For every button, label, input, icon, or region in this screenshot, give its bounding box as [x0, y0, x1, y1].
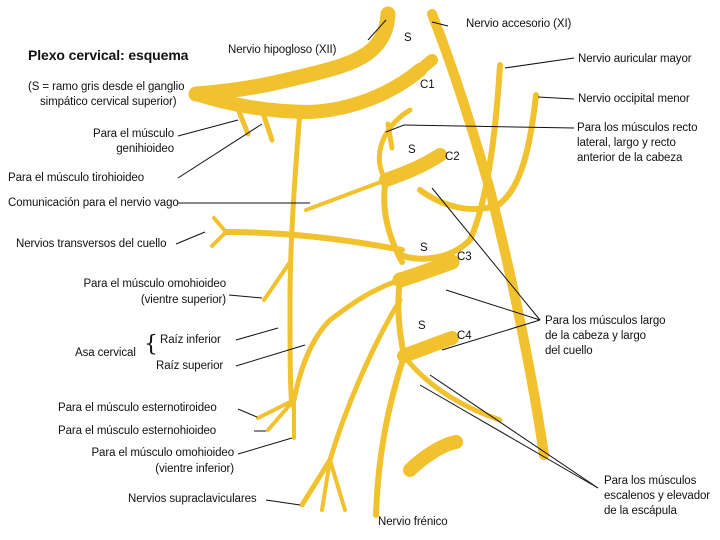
c4-root: [397, 331, 459, 363]
phrenic-nerve: [373, 353, 407, 518]
label-s2: S: [408, 144, 416, 156]
c2-root: [379, 148, 447, 187]
label-largo-2: de la cabeza y largo: [545, 330, 646, 342]
label-supraclaviculares: Nervios supraclaviculares: [128, 493, 257, 505]
label-s3: S: [420, 242, 428, 254]
label-transversos: Nervios transversos del cuello: [16, 238, 167, 250]
label-genihioideo-1: Para el músculo: [93, 128, 174, 140]
accessory-nerve: [427, 9, 549, 460]
diagram-title: Plexo cervical: esquema: [28, 47, 189, 63]
vagus-communication: [304, 178, 388, 212]
label-asa-cervical: Asa cervical: [75, 347, 136, 359]
label-accesorio: Nervio accesorio (XI): [466, 18, 572, 30]
label-omohioideo-sup-1: Para el músculo omohioideo: [83, 278, 226, 290]
c1-root: [414, 54, 438, 76]
label-omohioideo-inf-2: (vientre inferior): [155, 463, 234, 475]
label-escalenos-2: escalenos y elevador: [604, 490, 711, 502]
subtitle-line-2: simpático cervical superior): [40, 96, 177, 108]
label-c3: C3: [457, 251, 472, 263]
transverse-cervical-fork-1: [212, 216, 228, 234]
label-recto-3: anterior de la cabeza: [577, 152, 683, 164]
inferior-root-asa: [291, 277, 403, 403]
label-vago: Comunicación para el nervio vago: [8, 197, 179, 209]
great-auricular-nerve: [397, 62, 503, 262]
label-raiz-inferior: Raíz inferior: [160, 334, 221, 346]
c1-c2-loop: [376, 107, 413, 183]
label-escalenos-3: de la escápula: [604, 505, 677, 517]
leader-lines: [175, 19, 599, 506]
label-c4: C4: [457, 330, 472, 342]
label-recto-2: lateral, largo y recto: [577, 137, 676, 149]
label-esternotiroideo: Para el músculo esternotiroideo: [58, 402, 217, 414]
label-recto-1: Para los músculos recto: [577, 122, 698, 134]
subtitle-line-1: (S = ramo gris desde el ganglio: [28, 81, 185, 93]
supraclavicular-nerve-1: [299, 297, 403, 508]
thyrohyoid-branch: [259, 107, 275, 143]
label-occipital: Nervio occipital menor: [578, 93, 690, 105]
transverse-cervical-fork-2: [210, 230, 228, 248]
superior-root-asa: [287, 109, 303, 408]
label-c1: C1: [420, 79, 435, 91]
label-frenico: Nervio frénico: [378, 516, 448, 528]
label-c2: C2: [445, 151, 460, 163]
hypoglossal-main-curve: [189, 63, 427, 119]
lesser-occipital-nerve: [417, 92, 539, 213]
label-esternohioideo: Para el músculo esternohioideo: [58, 425, 217, 437]
label-auricular: Nervio auricular mayor: [578, 53, 692, 65]
label-genihioideo-2: genihioideo: [116, 143, 174, 155]
transverse-cervical-nerve: [223, 229, 405, 253]
scalene-branch: [401, 353, 503, 423]
hypoglossal-nerve: [188, 6, 396, 102]
omohyoid-superior-branch: [262, 260, 292, 302]
label-largo-3: del cuello: [545, 345, 593, 357]
asa-lower: [256, 398, 296, 440]
supraclavicular-nerve-2: [320, 458, 332, 512]
c3-root: [392, 254, 460, 288]
label-escalenos-1: Para los músculos: [604, 475, 697, 487]
label-tirohioideo: Para el músculo tirohioideo: [8, 172, 145, 184]
label-raiz-superior: Raíz superior: [156, 360, 224, 372]
label-omohioideo-inf-1: Para el músculo omohioideo: [91, 447, 234, 459]
c2-c3-loop: [381, 177, 405, 265]
geniohyoid-branch: [233, 101, 251, 137]
label-hipogloso: Nervio hipogloso (XII): [228, 44, 337, 56]
asa-bracket: {: [144, 332, 158, 357]
label-largo-1: Para los músculos largo: [545, 315, 666, 327]
label-s1: S: [404, 32, 412, 44]
label-omohioideo-sup-2: (vientre superior): [140, 294, 226, 306]
label-s4: S: [418, 320, 426, 332]
clavicle-stub: [403, 435, 463, 477]
nerve-paths: [188, 6, 549, 518]
supraclavicular-nerve-3: [328, 458, 347, 512]
c3-c4-loop: [395, 277, 407, 359]
